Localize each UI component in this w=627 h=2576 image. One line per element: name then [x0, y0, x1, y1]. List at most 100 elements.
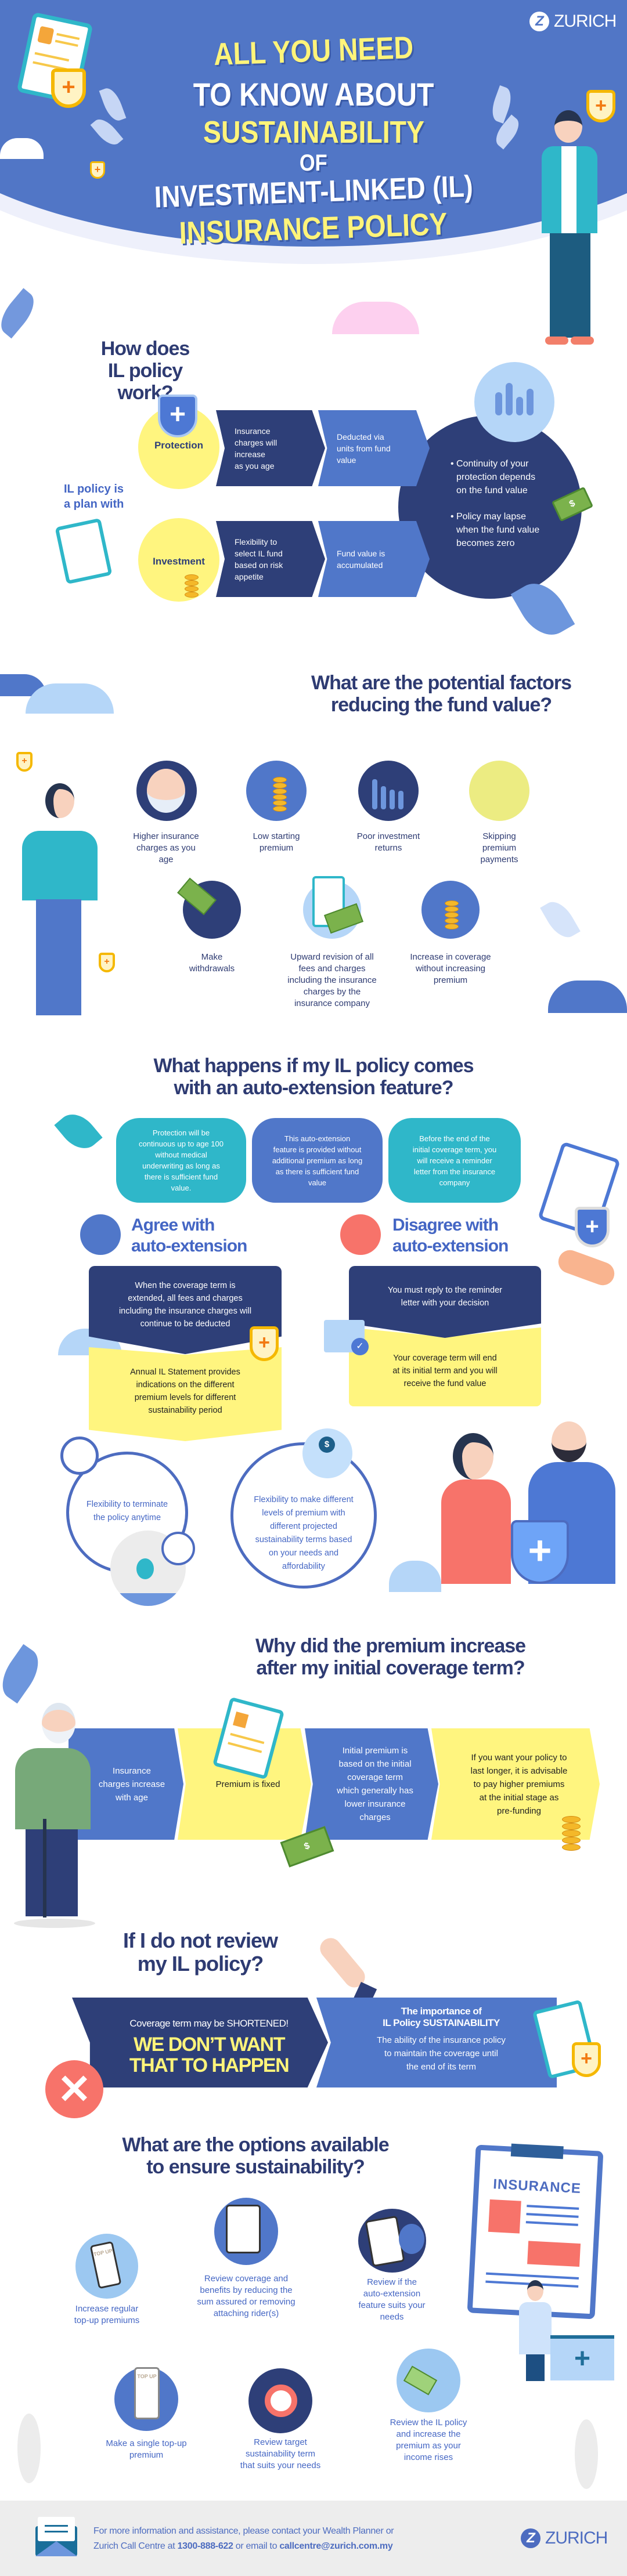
plant-decoration: [575, 2419, 598, 2489]
hand-illustration: [555, 1247, 618, 1289]
contact-text: For more information and assistance, ple…: [93, 2524, 394, 2554]
checkmark-icon: ✓: [351, 1338, 369, 1355]
option-icon-single-topup: TOP UP: [114, 2367, 178, 2431]
old-man-illustration: [14, 1703, 95, 1929]
option-label: Increase regular top-up premiums: [74, 2304, 140, 2325]
cloud-decoration: [26, 683, 114, 714]
doctor-illustration: [516, 2280, 556, 2385]
clipboard-title: INSURANCE: [492, 2176, 582, 2197]
hero-background-top: [0, 0, 627, 104]
factor-icon-fees: [303, 876, 364, 939]
medical-kit-icon: +: [550, 2335, 614, 2380]
disagree-title: Disagree with auto-extension: [392, 1215, 509, 1256]
warning-banner: [72, 1998, 328, 2087]
cloud-decoration: [0, 138, 44, 159]
option-label: Make a single top-up premium: [106, 2438, 187, 2460]
fact-text: Before the end of the initial coverage t…: [412, 1134, 497, 1187]
plan-label-investment: Investment: [153, 556, 205, 567]
factor-label: Make withdrawals: [189, 952, 235, 974]
zurich-z-icon: Z: [521, 2528, 540, 2548]
coins-icon: [185, 574, 199, 598]
option-label: Review the IL policy and increase the pr…: [390, 2418, 467, 2462]
benefit-label: Flexibility to make different levels of …: [254, 1495, 354, 1571]
shield-plus-icon: +: [575, 1207, 610, 1247]
stopwatch-icon: [60, 1437, 99, 1475]
phone-icon: TOP UP: [134, 2367, 160, 2419]
option-icon-review-coverage: [214, 2198, 278, 2265]
shield-plus-icon: +: [90, 161, 105, 179]
leaf-decoration: [540, 896, 581, 943]
warning-text: Coverage term may be SHORTENED!: [129, 2018, 289, 2029]
contact-mid: or email to: [233, 2541, 280, 2551]
phone-icon: TOP UP: [89, 2241, 122, 2289]
agree-step-1: When the coverage term is extended, all …: [89, 1266, 282, 1354]
investment-step-1: Flexibility to select IL fund based on r…: [216, 521, 325, 597]
phone-link[interactable]: 1300-888-622: [177, 2541, 233, 2551]
fact-card: Protection will be continuous up to age …: [116, 1118, 246, 1203]
protection-step-1: Insurance charges will increase as you a…: [216, 410, 325, 486]
factor-icon-aging: [136, 761, 197, 821]
leaf-decoration: [0, 1644, 48, 1704]
factor-label: Upward revision of all fees and charges …: [287, 952, 377, 1008]
envelope-icon: [35, 2512, 77, 2556]
money-hand-icon: $: [302, 1428, 352, 1478]
section-heading-auto-extension: What happens if my IL policy comes with …: [153, 1055, 474, 1099]
protection-step-2: Deducted via units from fund value: [318, 410, 430, 486]
factor-icon-bar-chart: [358, 761, 419, 821]
shield-plus-icon: +: [99, 953, 115, 972]
contact-prefix: Zurich Call Centre at: [93, 2541, 178, 2551]
disagree-step-2: Your coverage term will end at its initi…: [349, 1327, 541, 1406]
option-icon-target: [248, 2368, 312, 2433]
zurich-logo: Z ZURICH: [529, 12, 617, 31]
shield-plus-icon: +: [51, 68, 86, 108]
factor-icon-withdrawal: [177, 877, 241, 939]
slogan-text: WE DON’T WANT THAT TO HAPPEN: [129, 2034, 290, 2076]
cloud-decoration: [548, 981, 627, 1013]
hero-title-line: SUSTAINABILITY: [203, 115, 424, 150]
shield-plus-icon: +: [16, 752, 33, 772]
contact-line-1: For more information and assistance, ple…: [93, 2526, 394, 2536]
brand-name: ZURICH: [545, 2528, 608, 2548]
investment-step-2: Fund value is accumulated: [318, 521, 430, 597]
investment-circle: [138, 518, 219, 602]
fact-card: Before the end of the initial coverage t…: [388, 1118, 521, 1203]
benefit-label: Flexibility to terminate the policy anyt…: [86, 1500, 168, 1522]
shield-plus-icon: +: [572, 2042, 601, 2077]
phone-topup-label: TOP UP: [137, 2374, 157, 2379]
shield-plus-icon: +: [250, 1326, 279, 1361]
outcome-item: •Policy may lapse when the fund value be…: [451, 512, 540, 548]
factor-icon-coverage: [421, 881, 480, 939]
option-label: Review coverage and benefits by reducing…: [197, 2274, 296, 2318]
clock-icon: [161, 1532, 195, 1565]
premium-step-3: Initial premium is based on the initial …: [305, 1728, 438, 1840]
section-heading-no-review: If I do not review my IL policy?: [122, 1929, 278, 1976]
agree-title: Agree with auto-extension: [131, 1215, 247, 1256]
close-x-icon: ✕: [45, 2060, 103, 2118]
section-heading-how-it-works: How does IL policy work?: [100, 338, 190, 404]
hero-title-line: TO KNOW ABOUT: [193, 76, 434, 113]
factor-label: Higher insurance charges as you age: [133, 831, 199, 864]
factor-label: Increase in coverage without increasing …: [410, 952, 491, 985]
brand-name: ZURICH: [554, 12, 617, 31]
option-label: Review target sustainability term that s…: [240, 2437, 321, 2470]
shield-plus-icon: +: [586, 90, 615, 122]
footer: For more information and assistance, ple…: [0, 2501, 627, 2576]
fact-card: This auto-extension feature is provided …: [252, 1118, 383, 1203]
premium-step-4: If you want your policy to last longer, …: [431, 1728, 600, 1840]
man-illustration: [537, 110, 607, 354]
fact-text: This auto-extension feature is provided …: [272, 1134, 363, 1187]
clipboard-icon: [55, 518, 113, 585]
cloud-decoration: [389, 1561, 441, 1592]
importance-title: The importance of IL Policy SUSTAINABILI…: [383, 2006, 500, 2028]
woman-laptop-illustration: [110, 1531, 186, 1606]
footer-zurich-logo: Z ZURICH: [521, 2528, 608, 2548]
agree-step-2: Annual IL Statement provides indications…: [89, 1347, 282, 1441]
outcome-list: •Continuity of your protection depends o…: [451, 457, 561, 550]
email-link[interactable]: callcentre@zurich.com.my: [279, 2541, 393, 2551]
section-heading-options: What are the options available to ensure…: [122, 2134, 389, 2178]
family-illustration: +: [441, 1416, 615, 1595]
factor-label: Poor investment returns: [356, 831, 420, 853]
importance-text: The ability of the insurance policy to m…: [377, 2035, 506, 2072]
section-heading-premium-increase: Why did the premium increase after my in…: [255, 1635, 526, 1679]
